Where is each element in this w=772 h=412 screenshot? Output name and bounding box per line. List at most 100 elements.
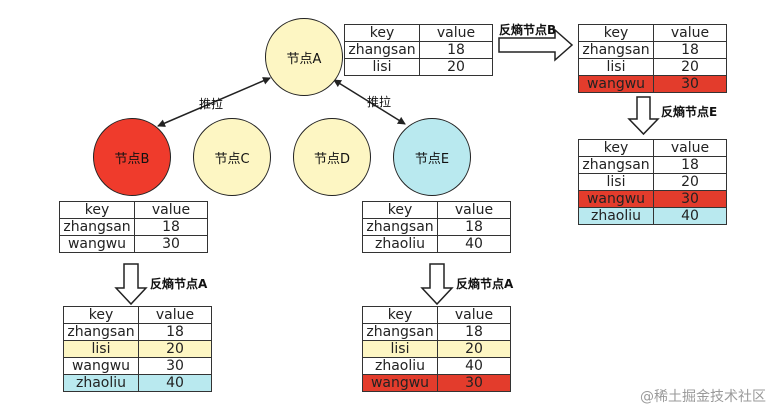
cell-key: zhangsan	[344, 41, 420, 59]
cell-value: 40	[138, 374, 212, 392]
header-key: key	[344, 24, 420, 42]
header-key: key	[59, 201, 135, 219]
cell-value: 20	[653, 58, 727, 76]
arrow-label-e-down: 反熵节点A	[456, 277, 514, 291]
header-key: key	[578, 139, 654, 157]
cell-value: 40	[437, 357, 511, 375]
header-value: value	[138, 306, 212, 324]
cell-key: lisi	[362, 340, 438, 358]
header-key: key	[578, 24, 654, 42]
cell-value: 30	[437, 374, 511, 392]
cell-key: zhaoliu	[362, 235, 438, 253]
header-key: key	[63, 306, 139, 324]
cell-key: wangwu	[362, 374, 438, 392]
cell-key: zhangsan	[578, 156, 654, 174]
cell-key: zhangsan	[578, 41, 654, 59]
node-a: 节点A	[265, 18, 343, 96]
down-arrow-b	[114, 263, 148, 306]
cell-value: 18	[437, 323, 511, 341]
edge-a-b	[157, 77, 271, 127]
arrow-label-to-e: 反熵节点E	[661, 105, 718, 119]
cell-value: 30	[653, 190, 727, 208]
cell-value: 40	[437, 235, 511, 253]
header-key: key	[362, 306, 438, 324]
watermark: @稀土掘金技术社区	[640, 389, 766, 405]
header-value: value	[437, 201, 511, 219]
cell-value: 40	[653, 207, 727, 225]
header-key: key	[362, 201, 438, 219]
arrow-label-to-b: 反熵节点B	[499, 23, 557, 37]
cell-value: 18	[134, 218, 208, 236]
cell-value: 18	[653, 156, 727, 174]
cell-key: zhangsan	[362, 218, 438, 236]
header-value: value	[437, 306, 511, 324]
cell-key: wangwu	[59, 235, 135, 253]
cell-key: zhangsan	[59, 218, 135, 236]
cell-value: 20	[653, 173, 727, 191]
node-b: 节点B	[93, 118, 171, 196]
cell-value: 18	[138, 323, 212, 341]
down-arrow-e	[420, 263, 454, 306]
down-arrow-to-e	[627, 96, 660, 136]
cell-value: 30	[653, 75, 727, 93]
cell-key: lisi	[63, 340, 139, 358]
cell-value: 18	[437, 218, 511, 236]
cell-value: 18	[653, 41, 727, 59]
cell-key: wangwu	[578, 75, 654, 93]
edge-label-ae: 推拉	[367, 95, 392, 109]
cell-key: lisi	[578, 173, 654, 191]
cell-key: wangwu	[578, 190, 654, 208]
cell-key: zhaoliu	[362, 357, 438, 375]
cell-value: 20	[138, 340, 212, 358]
node-e: 节点E	[393, 118, 471, 196]
cell-key: lisi	[344, 58, 420, 76]
cell-key: zhaoliu	[578, 207, 654, 225]
cell-key: zhangsan	[362, 323, 438, 341]
cell-value: 20	[437, 340, 511, 358]
header-value: value	[653, 24, 727, 42]
cell-key: lisi	[578, 58, 654, 76]
header-value: value	[419, 24, 493, 42]
node-c: 节点C	[193, 118, 271, 196]
cell-value: 20	[419, 58, 493, 76]
cell-value: 30	[134, 235, 208, 253]
header-value: value	[653, 139, 727, 157]
right-arrow-to-b	[498, 28, 574, 62]
cell-key: zhaoliu	[63, 374, 139, 392]
cell-value: 18	[419, 41, 493, 59]
